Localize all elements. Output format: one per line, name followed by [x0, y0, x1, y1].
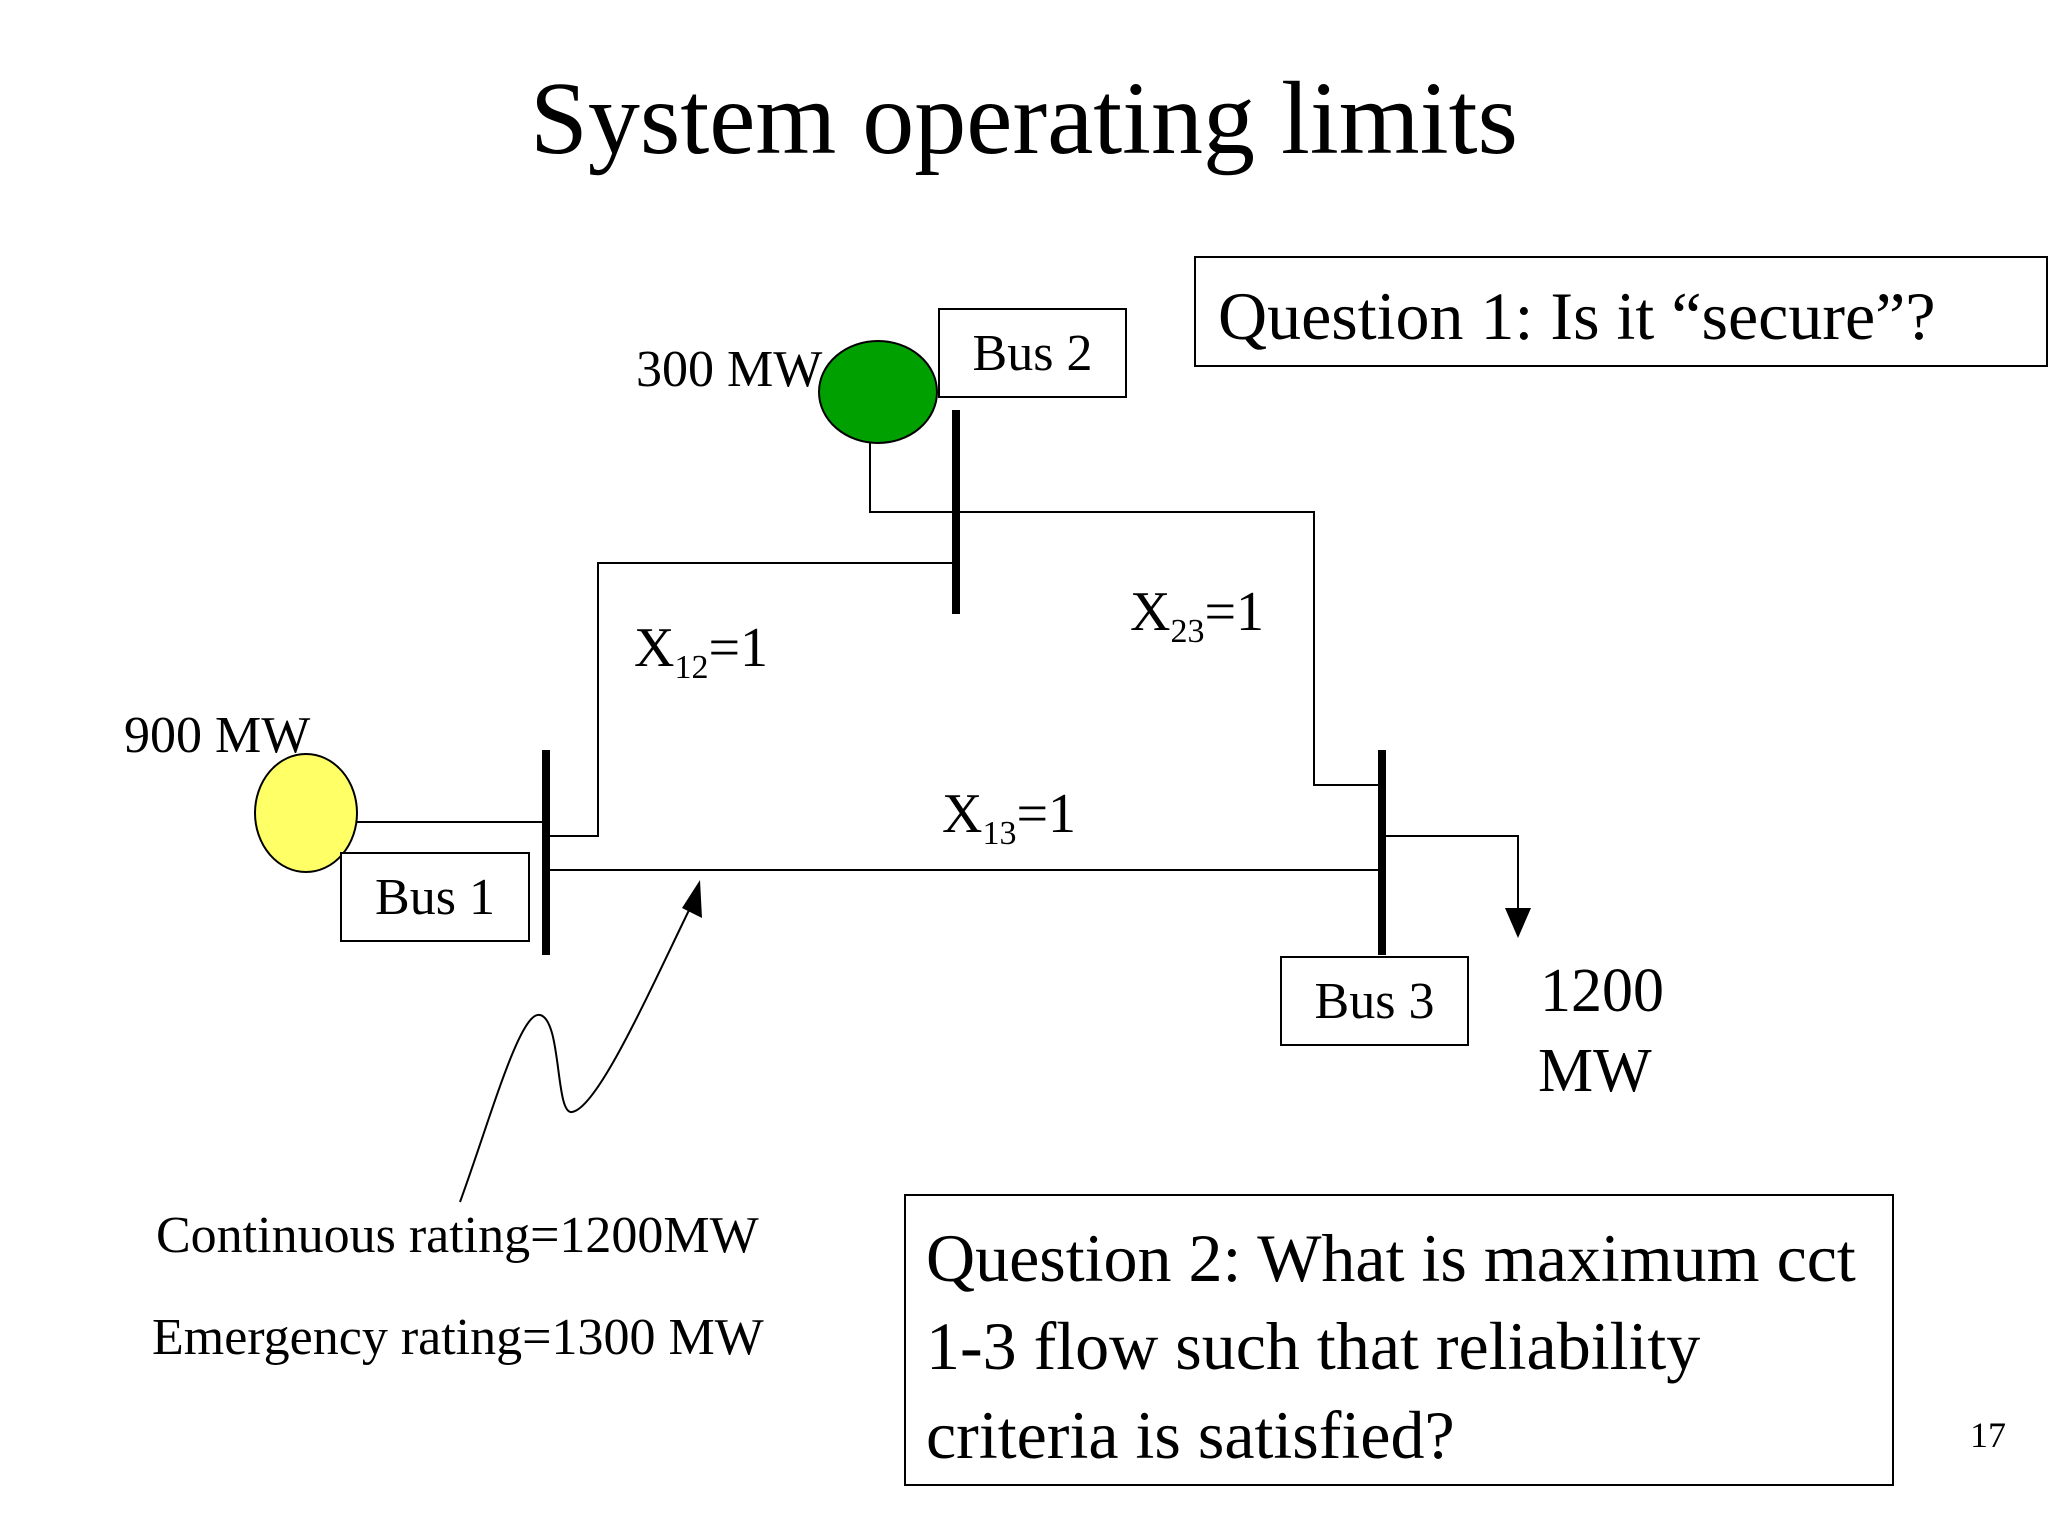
question-1-box: Question 1: Is it “secure”? [1194, 256, 2048, 367]
bus-1-label: Bus 1 [340, 852, 530, 942]
bus-3-label: Bus 3 [1280, 956, 1469, 1046]
gen-2-connection [869, 443, 956, 513]
bus-2-label: Bus 2 [938, 308, 1127, 398]
question-2-text: Question 2: What is maximum cct 1-3 flow… [926, 1220, 1856, 1473]
reactance-x23-label: X23=1 [1130, 581, 1265, 650]
load-arrow-icon [1505, 908, 1531, 938]
generator-1-output: 900 MW [124, 707, 311, 764]
page-number: 17 [1970, 1415, 2006, 1455]
load-value: 1200 [1540, 957, 1664, 1025]
load-connection [1382, 835, 1519, 910]
line-2-3 [956, 511, 1382, 786]
reactance-x12-label: X12=1 [634, 617, 769, 686]
continuous-rating-text: Continuous rating=1200MW [156, 1207, 759, 1264]
emergency-rating-text: Emergency rating=1300 MW [152, 1309, 764, 1366]
question-1-text: Question 1: Is it “secure”? [1218, 278, 1936, 354]
rating-pointer-arrowhead-icon [682, 880, 702, 918]
generator-1-symbol [254, 753, 358, 873]
slide-title: System operating limits [530, 61, 1518, 176]
generator-2-output: 300 MW [636, 341, 823, 398]
load-unit: MW [1538, 1037, 1652, 1105]
line-1-2 [546, 562, 956, 837]
rating-pointer-curve [459, 903, 693, 1203]
question-2-box: Question 2: What is maximum cct 1-3 flow… [904, 1194, 1894, 1486]
generator-2-symbol [818, 340, 938, 444]
reactance-x13-label: X13=1 [942, 783, 1077, 852]
